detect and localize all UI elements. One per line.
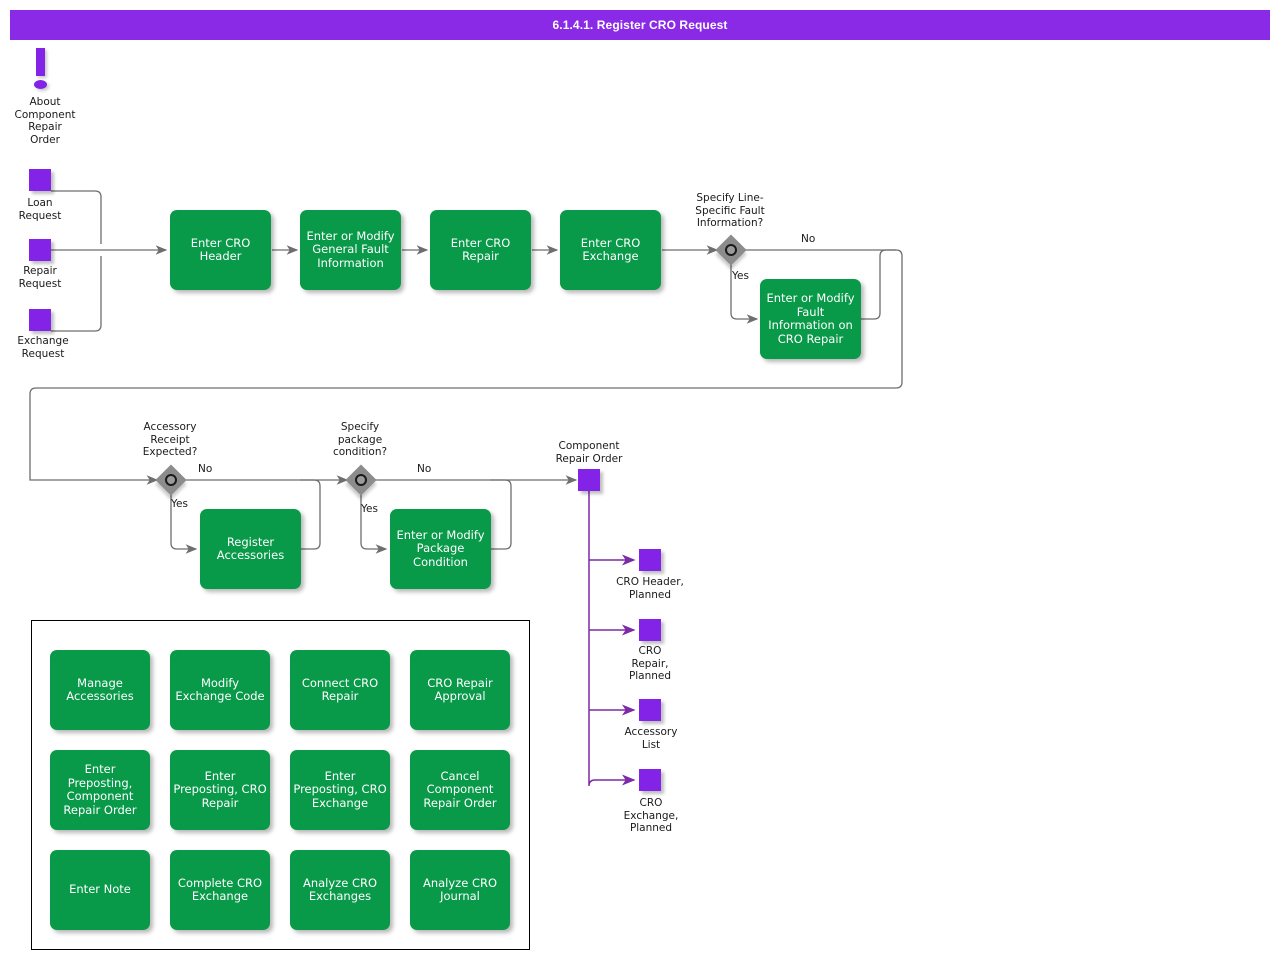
decision-label-specify-package-condition: Specify package condition?: [332, 421, 388, 458]
title-bar: 6.1.4.1. Register CRO Request: [10, 10, 1270, 40]
process-enter-cro-header[interactable]: Enter CRO Header: [170, 210, 271, 290]
edge-label-yes-2: Yes: [171, 498, 188, 510]
output-label-component-repair-order: Component Repair Order: [555, 440, 623, 465]
output-label-cro-exchange-planned: CRO Exchange, Planned: [623, 797, 679, 834]
exclamation-bar: [36, 48, 45, 76]
function-modify-exchange-code[interactable]: Modify Exchange Code: [170, 650, 270, 730]
output-object-cro-repair-planned[interactable]: [639, 619, 661, 641]
process-enter-cro-repair[interactable]: Enter CRO Repair: [430, 210, 531, 290]
process-register-accessories[interactable]: Register Accessories: [200, 509, 301, 589]
function-connect-cro-repair[interactable]: Connect CRO Repair: [290, 650, 390, 730]
function-cro-repair-approval[interactable]: CRO Repair Approval: [410, 650, 510, 730]
decision-label-accessory-receipt-expected: Accessory Receipt Expected?: [142, 421, 198, 458]
function-enter-note[interactable]: Enter Note: [50, 850, 150, 930]
output-label-cro-header-planned: CRO Header, Planned: [616, 576, 684, 601]
process-enter-cro-exchange[interactable]: Enter CRO Exchange: [560, 210, 661, 290]
input-object-repair-request[interactable]: [29, 239, 51, 261]
output-object-component-repair-order[interactable]: [578, 469, 600, 491]
function-manage-accessories[interactable]: Manage Accessories: [50, 650, 150, 730]
decision-accessory-receipt-expected[interactable]: [155, 464, 187, 496]
decision-specify-line-specific-fault-information[interactable]: [715, 234, 747, 266]
function-enter-preposting-cro-repair[interactable]: Enter Preposting, CRO Repair: [170, 750, 270, 830]
info-note-label: About Component Repair Order: [14, 96, 76, 146]
input-object-loan-request[interactable]: [29, 169, 51, 191]
input-label-exchange-request: Exchange Request: [17, 335, 69, 360]
decision-label-specify-line-specific-fault-information: Specify Line- Specific Fault Information…: [695, 192, 765, 229]
function-analyze-cro-exchanges[interactable]: Analyze CRO Exchanges: [290, 850, 390, 930]
process-enter-or-modify-package-condition[interactable]: Enter or Modify Package Condition: [390, 509, 491, 589]
diamond-circle-icon: [165, 474, 177, 486]
input-label-loan-request: Loan Request: [18, 197, 62, 222]
diamond-circle-icon: [355, 474, 367, 486]
edge-label-no-1: No: [801, 233, 816, 245]
edge-label-no-3: No: [417, 463, 432, 475]
output-object-cro-header-planned[interactable]: [639, 549, 661, 571]
function-panel: [31, 620, 530, 950]
edge-label-yes-3: Yes: [361, 503, 378, 515]
edge-label-no-2: No: [198, 463, 213, 475]
function-analyze-cro-journal[interactable]: Analyze CRO Journal: [410, 850, 510, 930]
output-label-cro-repair-planned: CRO Repair, Planned: [628, 645, 672, 682]
input-object-exchange-request[interactable]: [29, 309, 51, 331]
process-enter-or-modify-general-fault-information[interactable]: Enter or Modify General Fault Informatio…: [300, 210, 401, 290]
output-label-accessory-list: Accessory List: [624, 726, 678, 751]
output-object-cro-exchange-planned[interactable]: [639, 769, 661, 791]
output-object-accessory-list[interactable]: [639, 699, 661, 721]
process-enter-or-modify-fault-information-on-cro-repair[interactable]: Enter or Modify Fault Information on CRO…: [760, 279, 861, 359]
function-cancel-component-repair-order[interactable]: Cancel Component Repair Order: [410, 750, 510, 830]
function-enter-preposting-cro-exchange[interactable]: Enter Preposting, CRO Exchange: [290, 750, 390, 830]
exclamation-dot: [34, 80, 47, 89]
decision-specify-package-condition[interactable]: [345, 464, 377, 496]
input-label-repair-request: Repair Request: [18, 265, 62, 290]
diamond-circle-icon: [725, 244, 737, 256]
function-complete-cro-exchange[interactable]: Complete CRO Exchange: [170, 850, 270, 930]
edge-label-yes-1: Yes: [732, 270, 749, 282]
exclamation-icon: [30, 48, 52, 90]
page-title: 6.1.4.1. Register CRO Request: [552, 18, 728, 32]
function-enter-preposting-component-repair-order[interactable]: Enter Preposting, Component Repair Order: [50, 750, 150, 830]
